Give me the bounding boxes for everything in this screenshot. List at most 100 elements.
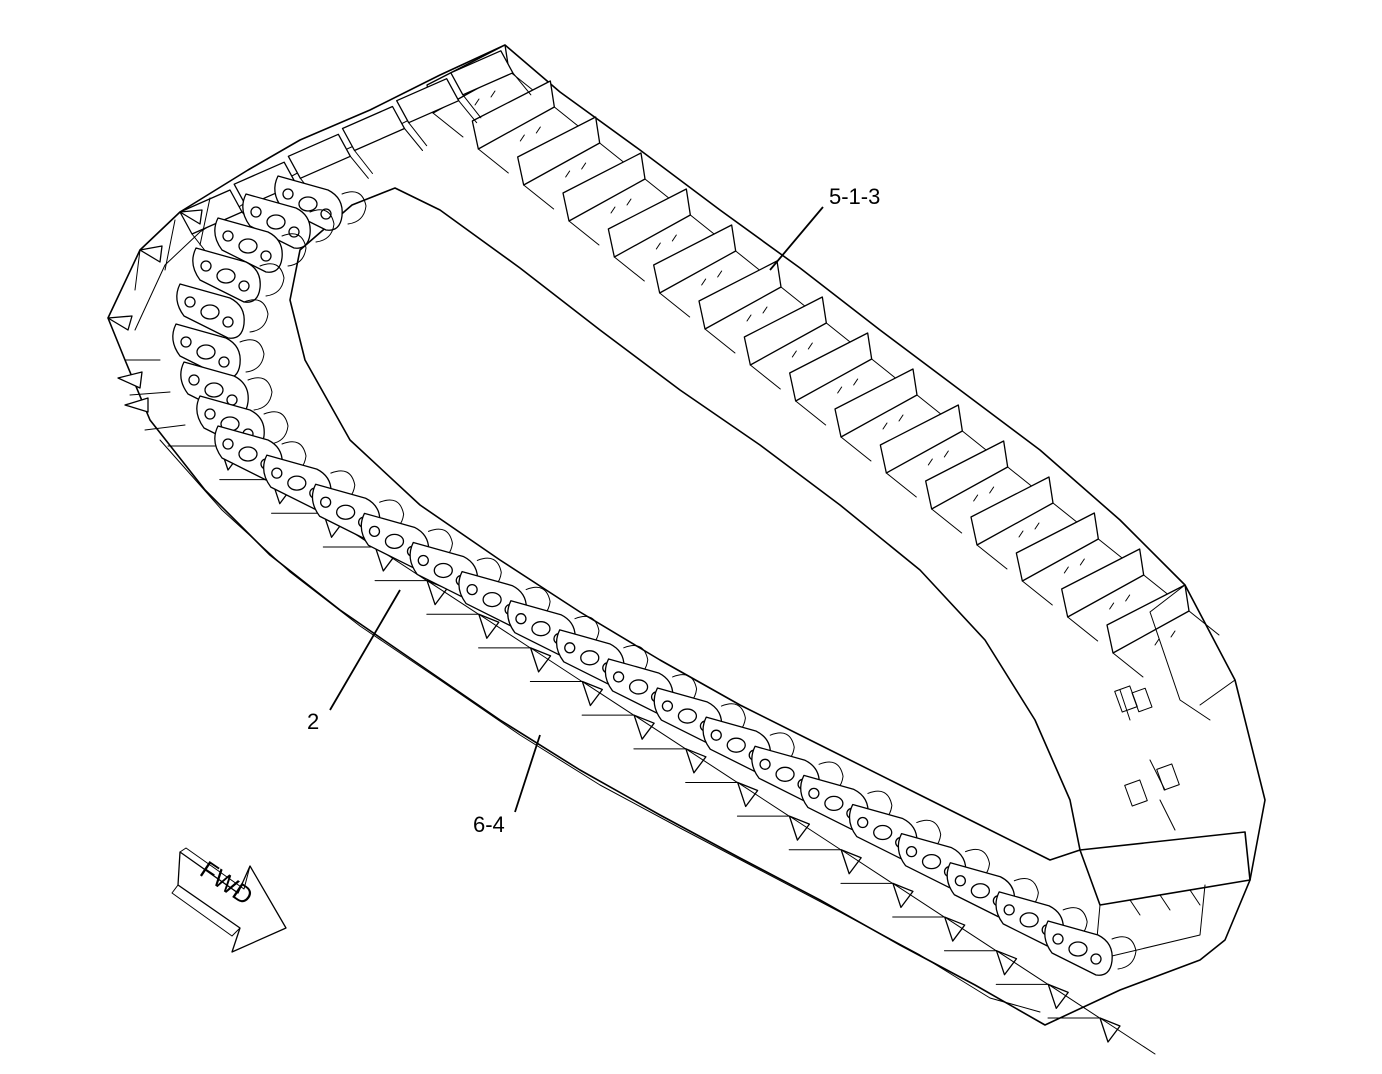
shoe-plate-edge: [581, 714, 690, 752]
shoe-bolt-mark: [1109, 594, 1131, 610]
leader-line-6-4: [514, 734, 541, 813]
shoe-plate-edge: [943, 950, 1052, 988]
link-bushing: [247, 377, 273, 411]
link-pin: [204, 408, 216, 420]
link-bolt: [970, 883, 991, 899]
grouser-tooth: [1047, 983, 1069, 1009]
grouser-tooth: [529, 647, 552, 673]
link-pin: [188, 374, 200, 386]
shoe-plate-edge: [408, 100, 478, 147]
link-bushing: [243, 299, 269, 333]
link-bolt: [628, 679, 649, 695]
link-bolt: [384, 533, 405, 550]
chain-link: [192, 247, 285, 303]
link-pin: [260, 250, 272, 262]
grouser-fin: [1106, 584, 1190, 654]
link-pin: [222, 230, 234, 242]
leader-line-2: [329, 589, 401, 711]
shoe-bolt-mark: [519, 126, 541, 142]
link-bolt: [921, 853, 942, 870]
link-bolt: [238, 238, 258, 254]
link-bolt: [238, 446, 258, 462]
link-pin: [200, 260, 212, 272]
link-bolt: [580, 650, 600, 666]
link-pin: [320, 208, 332, 220]
callout-label-5-1-3: 5-1-3: [829, 184, 880, 209]
grouser-tooth: [581, 680, 604, 707]
link-pin: [466, 583, 478, 596]
grouser-fin: [834, 368, 918, 438]
link-pin: [238, 280, 250, 292]
link-bolt: [1019, 912, 1039, 928]
shoe-bolt-mark: [927, 450, 949, 466]
link-pin: [515, 613, 527, 625]
leader-line-5-1-3: [769, 206, 824, 271]
shoe-bolt-mark: [973, 486, 995, 502]
grouser-tooth: [633, 714, 655, 740]
link-bushing: [263, 411, 289, 445]
grouser-fin: [925, 440, 1009, 510]
grouser-fin: [698, 260, 782, 330]
shoe-plate-edge: [995, 983, 1104, 1021]
shoe-bolt-mark: [701, 270, 723, 286]
grouser-fin: [789, 332, 873, 402]
shoe-plate-edge: [840, 882, 949, 920]
link-pin: [288, 226, 300, 238]
link-pin: [222, 316, 234, 328]
shoe-plate-edge: [892, 916, 1001, 954]
link-bolt: [482, 591, 502, 608]
link-bolt: [873, 824, 893, 841]
grouser-fin: [743, 296, 827, 366]
link-pin: [417, 554, 429, 567]
link-pin: [282, 188, 294, 200]
link-bolt: [531, 621, 551, 637]
shoe-plate-edge: [685, 781, 794, 819]
link-pin: [612, 671, 625, 683]
grouser-fin: [970, 476, 1054, 546]
shoe-bolt-mark: [791, 342, 813, 358]
callout-label-6-4: 6-4: [473, 812, 505, 837]
shoe-bolt-mark: [655, 234, 677, 250]
shoe-plate-edge: [426, 613, 535, 651]
grouser-tooth: [840, 849, 862, 875]
chain-link: [274, 175, 367, 231]
link-bolt: [266, 214, 286, 230]
link-bolt: [216, 268, 236, 284]
shoe-plate-edge: [788, 849, 897, 887]
shoe-plate-edge: [736, 815, 845, 853]
shoe-plate-edge: [1047, 1017, 1156, 1055]
link-bolt: [726, 737, 746, 753]
grouser-tooth: [944, 916, 966, 942]
grouser-fin: [607, 188, 691, 258]
link-pin: [1003, 904, 1015, 916]
right-end-plates: [1079, 584, 1251, 961]
shoe-bolt-mark: [1154, 630, 1176, 646]
link-bolt: [824, 795, 844, 812]
grouser-tooth: [478, 613, 500, 639]
grouser-fin: [1015, 512, 1099, 582]
link-bolt: [677, 708, 698, 724]
shoe-plate-edge: [1112, 610, 1220, 678]
left-end-grousers: [107, 197, 211, 431]
link-pin: [180, 336, 192, 348]
link-bushing: [341, 191, 367, 225]
link-bolt: [1068, 941, 1088, 957]
shoe-plate-edge: [633, 748, 742, 786]
link-pin: [250, 206, 262, 218]
link-bushing: [239, 339, 265, 373]
chain-link: [176, 283, 269, 339]
grouser-fin: [517, 116, 601, 186]
link-pin: [759, 758, 771, 770]
shoe-bolt-mark: [746, 306, 768, 322]
link-pin: [222, 438, 234, 450]
link-pin: [954, 875, 967, 887]
grouser-tooth: [788, 815, 811, 841]
link-pin: [808, 787, 820, 800]
grouser-fin: [879, 404, 963, 474]
chain-link: [180, 361, 273, 417]
link-pin: [564, 642, 576, 654]
shoe-plate-edge: [462, 72, 532, 119]
shoe-plate-edge: [354, 128, 423, 174]
link-bushing: [1111, 936, 1137, 970]
